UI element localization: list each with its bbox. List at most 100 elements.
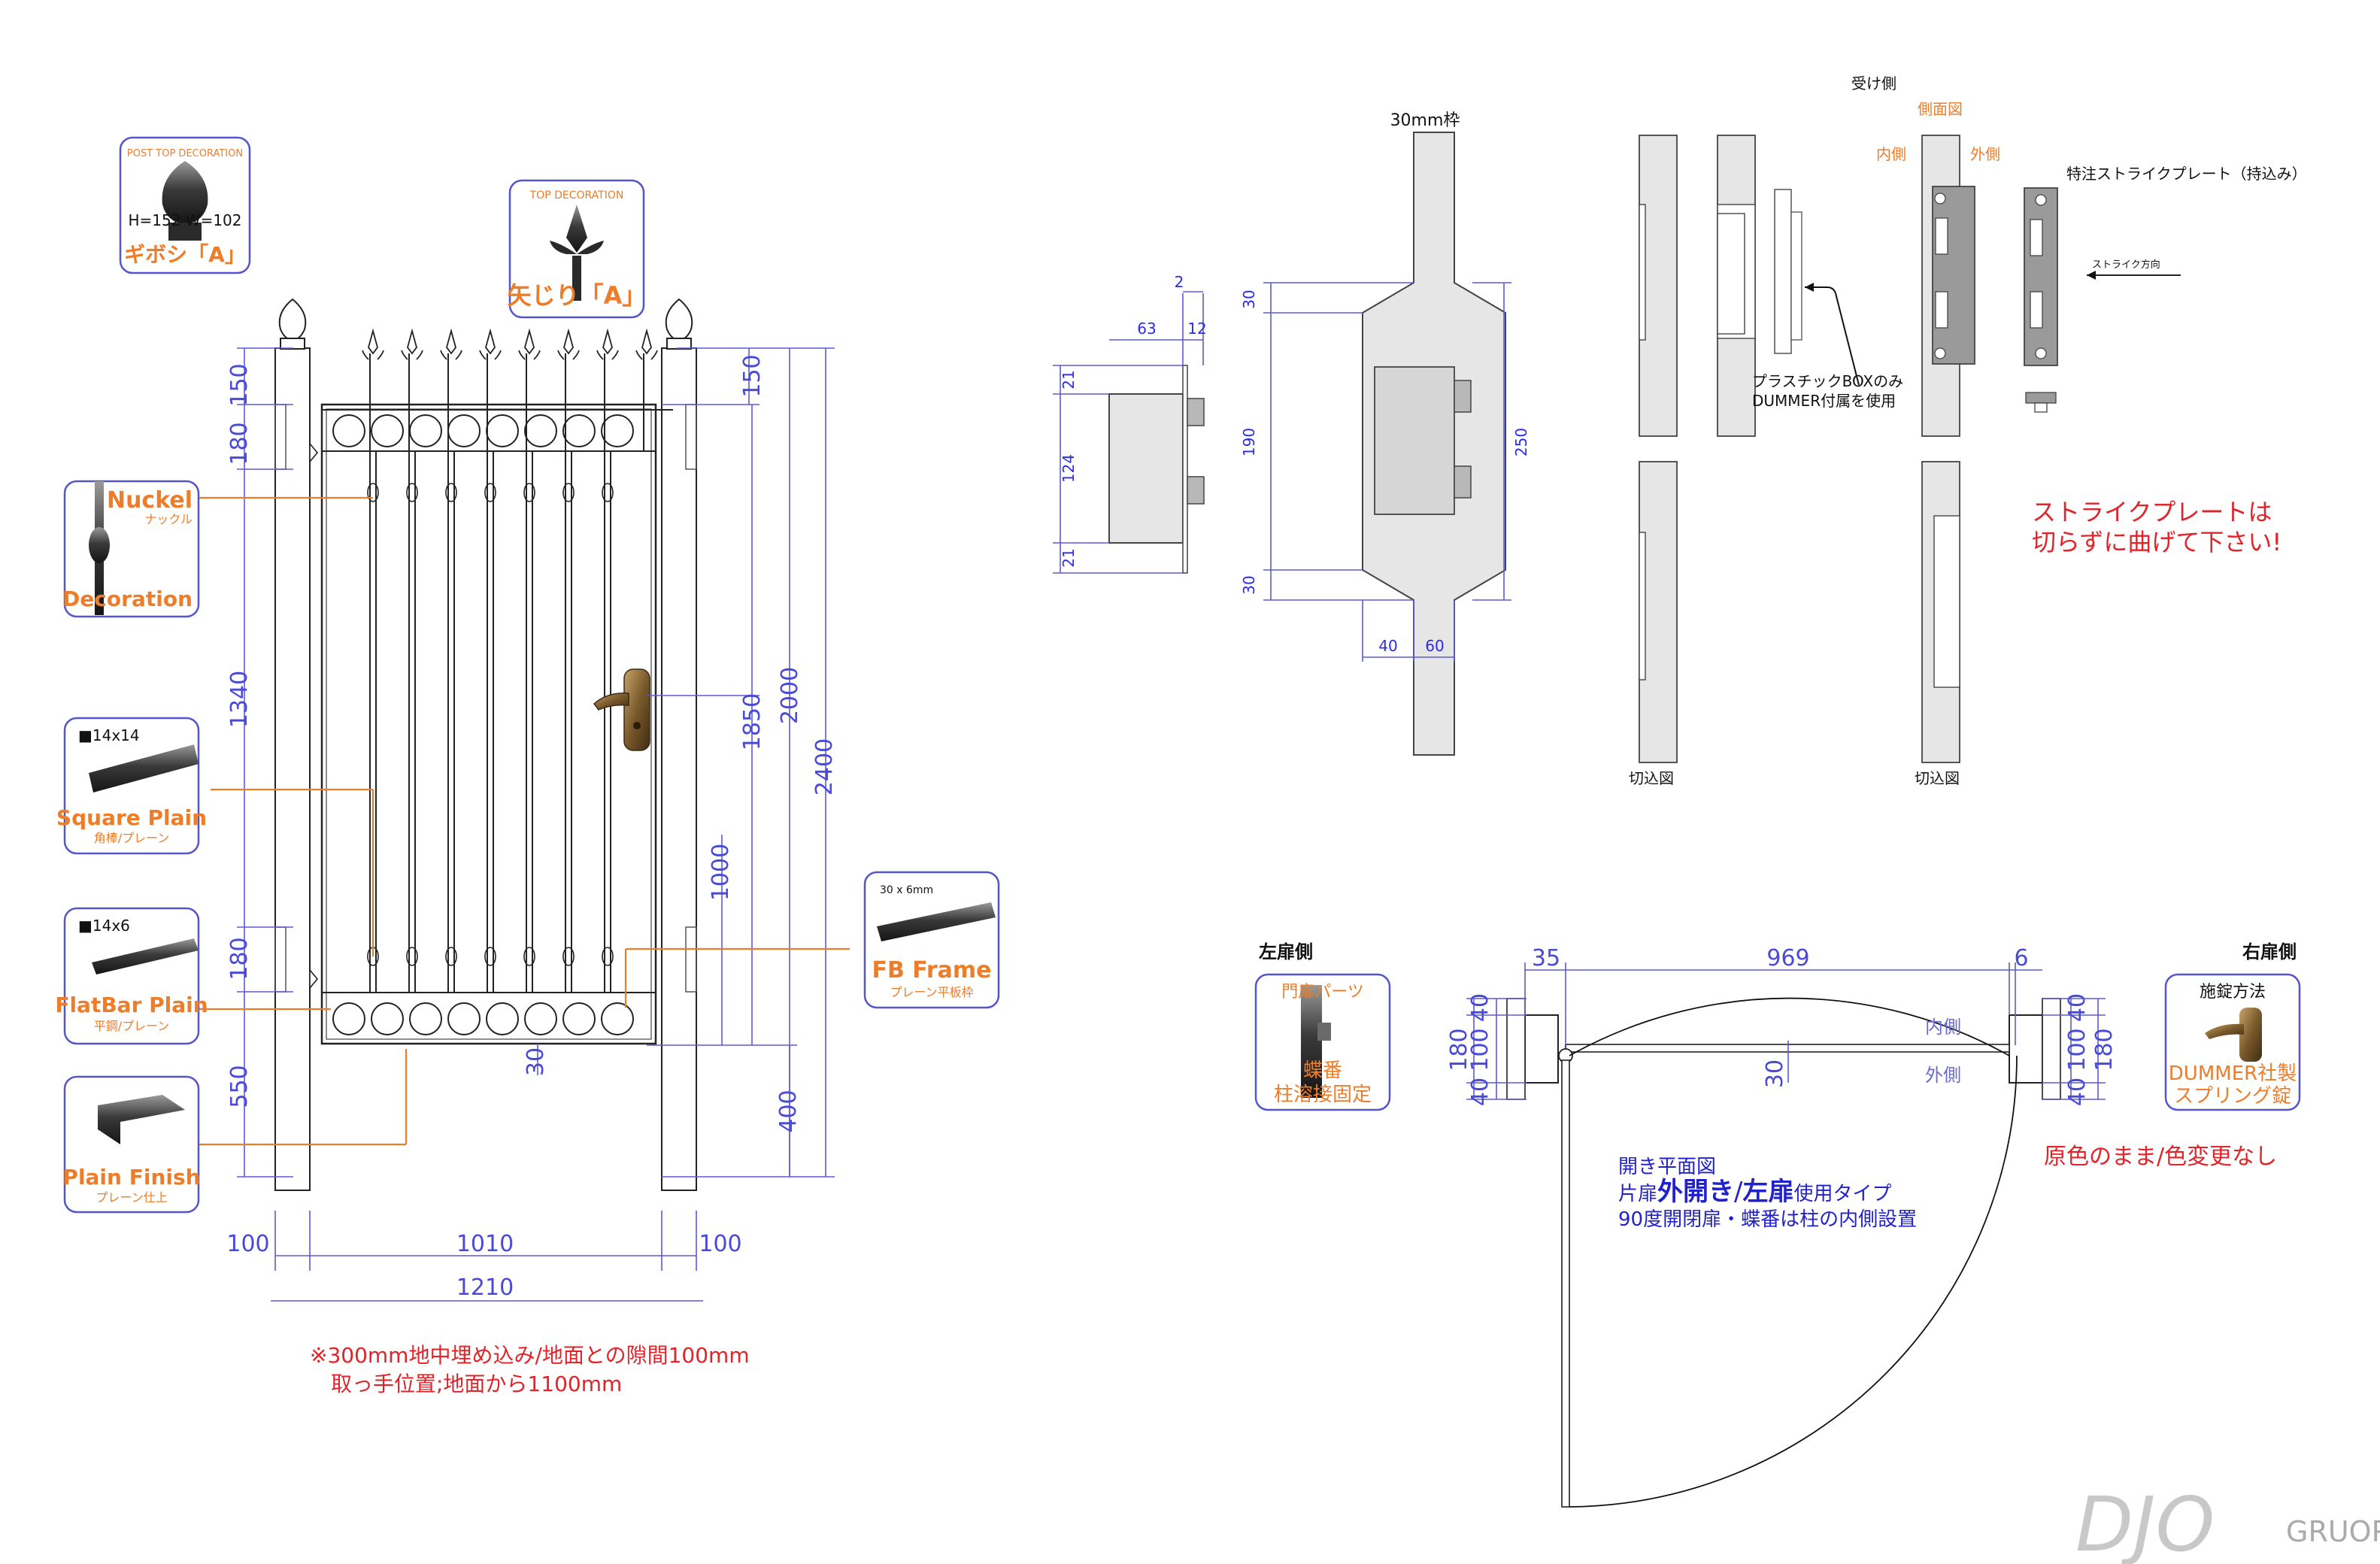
embed-note: ※300mm地中埋め込み/地面との隙間100mm 取っ手位置;地面から1100m… (310, 1343, 750, 1396)
svg-text:400: 400 (775, 1090, 802, 1132)
card-square-plain: ■14x14 Square Plain 角棒/プレーン (56, 717, 207, 855)
svg-text:切込図: 切込図 (1629, 769, 1674, 787)
svg-text:2000: 2000 (777, 667, 803, 724)
plan-desc-line: 片扉外開き/左扉使用タイプ (1618, 1177, 1892, 1207)
svg-text:プレーン仕上: プレーン仕上 (96, 1190, 167, 1205)
card-nuckel: Nuckel ナックル Decoration (62, 480, 200, 618)
svg-text:ストライク方向: ストライク方向 (2092, 259, 2160, 271)
svg-text:プレーン平板枠: プレーン平板枠 (890, 985, 973, 999)
svg-text:内側: 内側 (1925, 1017, 1961, 1038)
svg-text:90度開閉扉・蝶番は柱の内側設置: 90度開閉扉・蝶番は柱の内側設置 (1618, 1208, 1917, 1231)
svg-text:100: 100 (699, 1231, 741, 1257)
svg-text:■14x6: ■14x6 (78, 917, 130, 935)
knuckle-decorations (367, 483, 614, 966)
svg-text:1000: 1000 (708, 844, 734, 901)
svg-text:施錠方法: 施錠方法 (2200, 983, 2266, 1002)
spear-icon (550, 205, 604, 301)
knuckle-icon (89, 527, 110, 563)
plan-view: 左扉側 右扉側 門扉パーツ 蝶番 柱溶接固定 施錠方法 DUMMER社製 スプリ… (1254, 941, 2301, 1508)
svg-text:1340: 1340 (226, 671, 253, 728)
svg-text:切らずに曲げて下さい!: 切らずに曲げて下さい! (2032, 528, 2281, 556)
svg-text:30: 30 (1762, 1059, 1788, 1088)
svg-text:取っ手位置;地面から1100mm: 取っ手位置;地面から1100mm (331, 1372, 622, 1396)
post-finial-icon (665, 298, 693, 350)
svg-text:21: 21 (1060, 370, 1078, 389)
right-post (661, 347, 697, 1191)
svg-text:側面図: 側面図 (1918, 100, 1963, 118)
svg-text:1210: 1210 (456, 1275, 514, 1301)
post-finial-icon (278, 298, 307, 350)
svg-text:35: 35 (1532, 945, 1560, 971)
svg-text:右扉側: 右扉側 (2242, 941, 2297, 962)
svg-text:1010: 1010 (456, 1231, 514, 1257)
strike-detail: 受け側 側面図 内側 外側 プラスチックBOXのみ DUMMER付属を使用 特注… (1629, 74, 2307, 787)
svg-text:100: 100 (2064, 1028, 2090, 1071)
svg-text:柱溶接固定: 柱溶接固定 (1274, 1084, 1372, 1106)
left-post (274, 347, 311, 1191)
lever-lock-icon (2205, 1008, 2262, 1062)
svg-text:H=152 W=102: H=152 W=102 (128, 211, 241, 229)
svg-text:100: 100 (1467, 1028, 1493, 1071)
elevation-dim-labels: 150 180 1340 180 550 150 1850 2000 2400 … (226, 354, 838, 1301)
card-post-top: POST TOP DECORATION H=152 W=102 ギボシ「A」 (119, 136, 251, 274)
svg-text:外側: 外側 (1925, 1065, 1961, 1086)
svg-text:180: 180 (2091, 1028, 2118, 1071)
leader-lines (199, 496, 850, 1146)
card-hinge: 門扉パーツ 蝶番 柱溶接固定 (1254, 973, 1391, 1111)
square-bar-icon (89, 744, 199, 793)
svg-text:190: 190 (1240, 428, 1258, 456)
svg-text:外側: 外側 (1970, 145, 2000, 163)
svg-text:門扉パーツ: 門扉パーツ (1281, 983, 1364, 1002)
svg-text:60: 60 (1425, 637, 1444, 655)
handle-icon (593, 668, 650, 751)
svg-text:2400: 2400 (811, 738, 838, 796)
svg-text:プラスチックBOXのみ: プラスチックBOXのみ (1752, 372, 1903, 390)
svg-text:30: 30 (1240, 575, 1258, 594)
strike-plate-icon (2024, 187, 2058, 366)
svg-text:180: 180 (226, 422, 253, 465)
svg-text:原色のまま/色変更なし: 原色のまま/色変更なし (2044, 1144, 2277, 1170)
svg-text:DUMMER社製: DUMMER社製 (2169, 1062, 2297, 1085)
svg-text:150: 150 (226, 363, 253, 406)
svg-text:40: 40 (1467, 993, 1493, 1022)
svg-text:切込図: 切込図 (1915, 769, 1960, 787)
fb-bar-icon (877, 902, 996, 941)
card-flatbar-plain: ■14x6 FlatBar Plain 平鋼/プレーン (55, 907, 208, 1045)
svg-text:内側: 内側 (1876, 145, 1906, 163)
svg-text:1850: 1850 (739, 693, 766, 750)
svg-text:Nuckel: Nuckel (107, 487, 193, 514)
svg-text:150: 150 (739, 354, 766, 397)
bottom-circle-row (332, 1002, 634, 1035)
svg-text:矢じり「A」: 矢じり「A」 (508, 281, 647, 310)
gate-elevation (274, 298, 697, 1191)
svg-text:2: 2 (1175, 273, 1184, 291)
card-plain-finish: Plain Finish プレーン仕上 (62, 1075, 201, 1214)
svg-text:角棒/プレーン: 角棒/プレーン (94, 831, 170, 845)
svg-text:左扉側: 左扉側 (1259, 941, 1313, 962)
flat-bar-icon (92, 938, 199, 974)
svg-text:550: 550 (226, 1065, 253, 1108)
svg-text:21: 21 (1060, 548, 1078, 567)
svg-text:蝶番: 蝶番 (1303, 1059, 1342, 1082)
svg-text:40: 40 (2064, 993, 2090, 1022)
top-circle-row (332, 414, 634, 447)
svg-text:969: 969 (1766, 945, 1809, 971)
svg-text:250: 250 (1512, 428, 1530, 456)
svg-text:POST TOP DECORATION: POST TOP DECORATION (127, 148, 243, 159)
svg-text:Decoration: Decoration (62, 586, 193, 611)
svg-text:ストライクプレートは: ストライクプレートは (2032, 498, 2272, 526)
plain-bar-icon (98, 1095, 185, 1144)
svg-text:40: 40 (1378, 637, 1397, 655)
gate-frame (320, 403, 657, 1045)
svg-text:Square Plain: Square Plain (56, 805, 207, 830)
svg-text:GRUOP: GRUOP (2286, 1515, 2380, 1548)
svg-text:開き平面図: 開き平面図 (1618, 1156, 1716, 1178)
lock-box-detail: 2 63 12 21 124 21 (1053, 273, 1207, 574)
svg-text:6: 6 (2014, 945, 2028, 971)
svg-text:100: 100 (226, 1231, 269, 1257)
svg-text:受け側: 受け側 (1851, 74, 1896, 92)
svg-text:180: 180 (1446, 1028, 1472, 1071)
acorn-icon (162, 161, 208, 241)
svg-text:12: 12 (1187, 320, 1206, 338)
